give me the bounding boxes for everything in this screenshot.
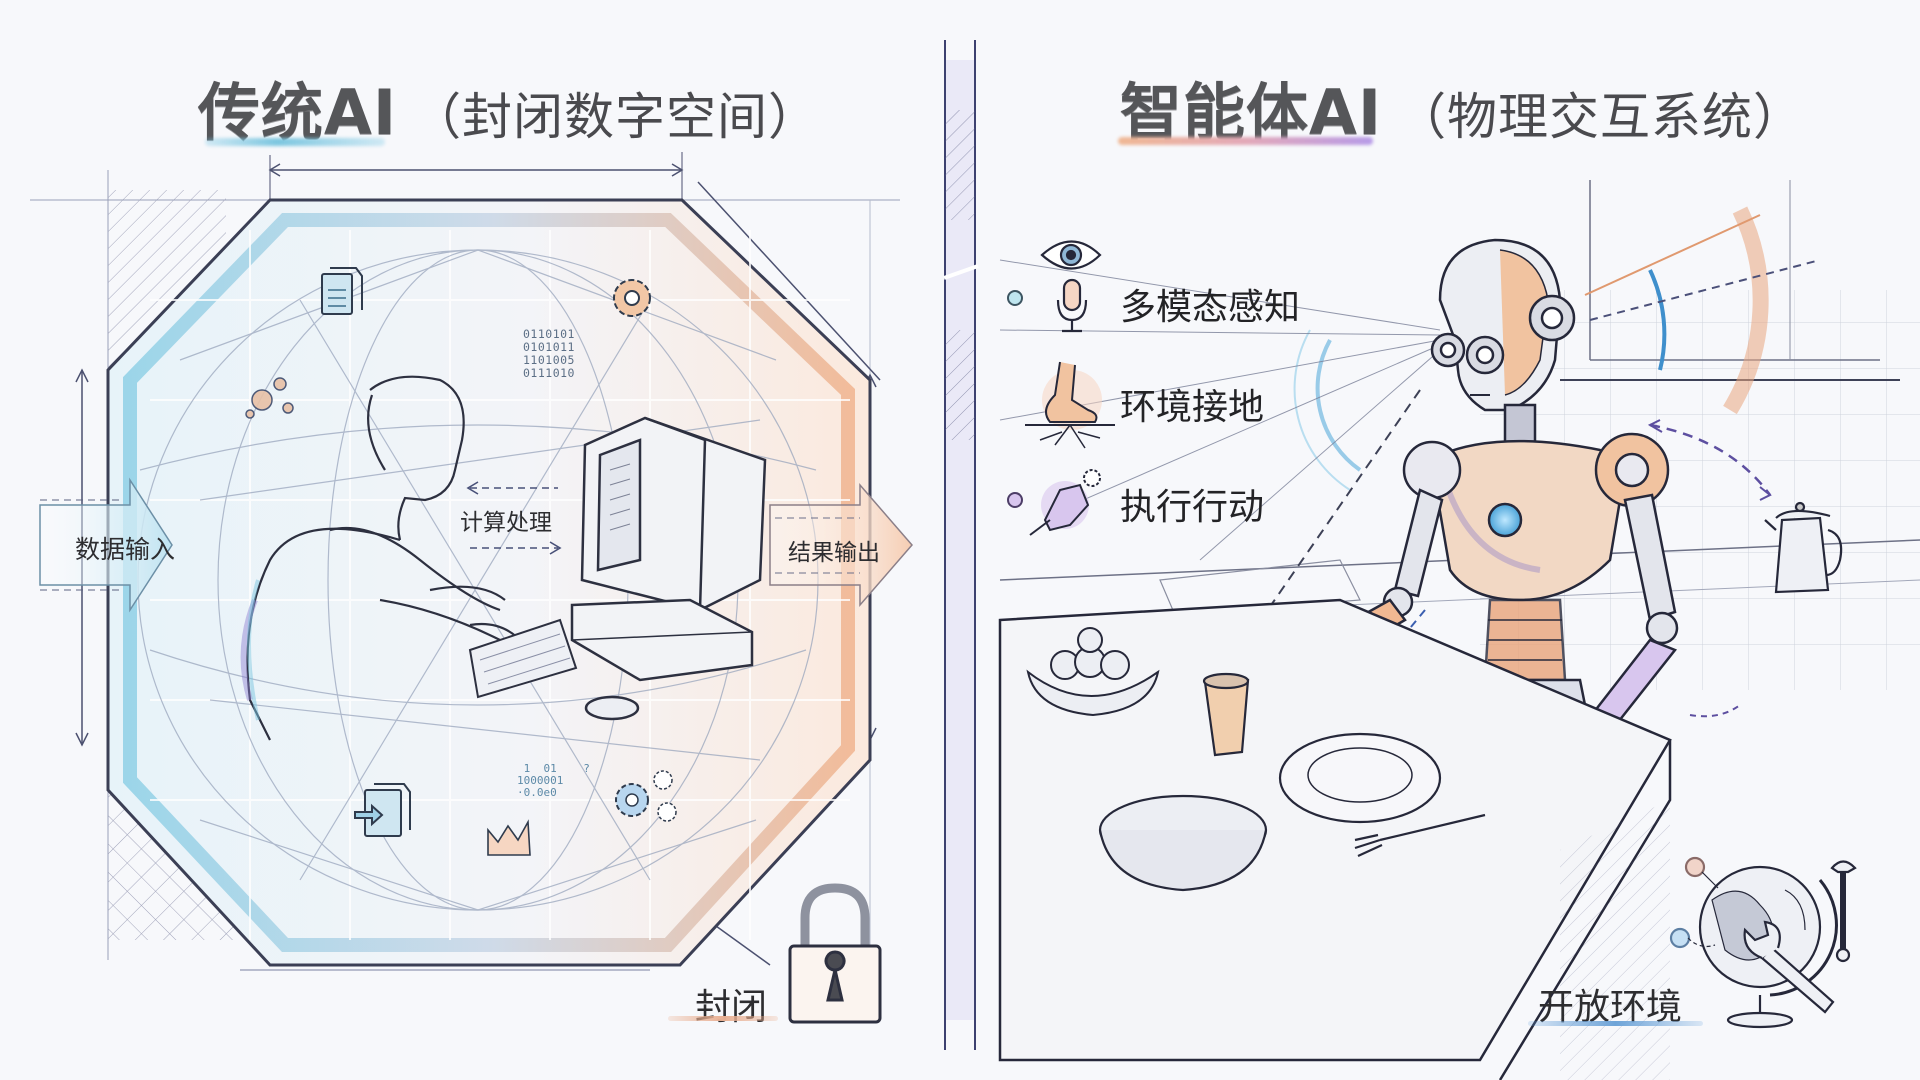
feature-icons [1007,240,1115,536]
left-panel-title: 传统AI（封闭数字空间） [198,62,819,152]
right-title-main: 智能体AI [1120,76,1383,149]
robot-hand-gear-icon [1029,469,1101,536]
robot-icon [1298,238,1679,788]
gears-icon [615,770,677,822]
chart-icon [487,819,531,856]
kitchen-counter [998,598,1672,1080]
right-title-underline [1118,137,1373,145]
fruit-bowl-icon [1026,627,1160,717]
eye-icon [1040,240,1102,270]
foot-roots-icon [1025,361,1115,449]
right-title-sub: （物理交互系统） [1396,88,1805,146]
data-input-arrow [39,477,173,613]
left-title-underline [205,138,385,146]
microphone-icon [1056,278,1088,333]
binary-code-block: 0110101 0101011 1101005 0111010 [523,327,575,380]
feature-action-execution: 执行行动 [1120,487,1265,528]
feature-multimodal-perception: 多模态感知 [1120,287,1301,328]
left-title-main: 传统AI [198,76,398,149]
data-cluster-icon [245,377,294,419]
closed-label: 封闭 [695,987,768,1028]
gear-icon [613,279,651,317]
left-title-sub: （封闭数字空间） [411,88,820,146]
feature-environment-grounding: 环境接地 [1120,387,1265,428]
computer-icon [570,416,767,721]
compute-process-label: 计算处理 [460,510,552,536]
person-icon [240,375,521,741]
fork-icon [1354,813,1486,857]
keyboard-icon [468,618,578,699]
wrench-icon [1743,860,1857,1014]
closed-label-underline [668,1016,778,1021]
binary-code-block-2: 1 01 ? 1000001 ·0.0e0 [517,762,590,799]
lock-icon [788,883,882,1024]
right-panel-title: 智能体AI（物理交互系统） [1120,62,1804,152]
kettle-icon [1764,501,1843,594]
plate-icon [1278,732,1442,824]
file-import-icon [354,783,411,837]
open-label-underline [1528,1021,1703,1026]
panel-divider [943,40,979,1050]
document-icon [321,267,363,315]
result-output-arrow [769,482,913,608]
bowl-icon [1098,794,1268,892]
process-arrows [466,481,562,555]
result-output-label: 结果输出 [788,540,880,566]
data-input-label: 数据输入 [75,535,176,564]
cup-icon [1202,672,1250,757]
